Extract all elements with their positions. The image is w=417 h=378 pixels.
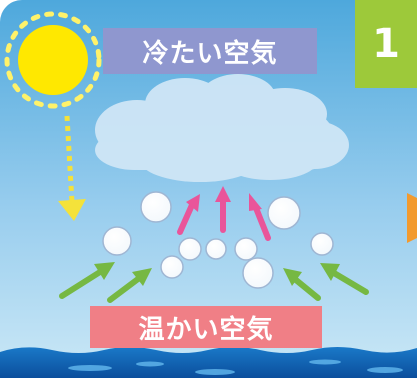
air-bubble xyxy=(242,257,274,289)
air-bubble xyxy=(160,255,184,279)
cold-air-label: 冷たい空気 xyxy=(103,28,317,74)
sunlight-arrow-head-icon xyxy=(58,199,86,221)
air-bubble xyxy=(267,196,301,230)
inflow-arrows xyxy=(59,262,369,303)
air-bubble xyxy=(178,237,202,261)
inflow-arrow-left-inner xyxy=(107,276,141,303)
inflow-arrow-right-outer xyxy=(331,270,369,295)
air-bubble xyxy=(205,238,227,260)
rising-arrow-left-head-icon xyxy=(186,194,200,212)
rising-arrow-center-head-icon xyxy=(215,186,231,202)
inflow-arrow-right-inner-head-icon xyxy=(283,268,302,286)
inflow-arrow-right-inner xyxy=(293,277,321,301)
rising-air-arrows xyxy=(177,186,271,241)
rising-arrow-left xyxy=(177,202,195,235)
air-bubble xyxy=(310,232,334,256)
sea-highlights xyxy=(68,359,403,375)
sunlight-arrow-line xyxy=(64,115,75,204)
air-bubble xyxy=(102,226,132,256)
sun-icon xyxy=(18,25,88,95)
inflow-arrow-left-outer xyxy=(59,269,103,299)
air-bubbles xyxy=(102,191,334,289)
cloud-icon xyxy=(95,74,349,182)
step-number-badge: 1 xyxy=(355,0,417,88)
rising-arrow-right xyxy=(253,205,271,241)
inflow-arrow-right-outer-head-icon xyxy=(320,263,340,281)
inflow-arrow-left-inner-head-icon xyxy=(132,268,152,286)
air-bubble xyxy=(234,237,258,261)
next-step-arrow-icon xyxy=(407,193,417,243)
warm-air-label: 温かい空気 xyxy=(90,306,322,348)
rising-arrow-right-head-icon xyxy=(249,193,262,211)
inflow-arrow-left-outer-head-icon xyxy=(94,262,115,280)
air-bubble xyxy=(140,191,172,223)
sun-rays-icon xyxy=(4,11,102,109)
